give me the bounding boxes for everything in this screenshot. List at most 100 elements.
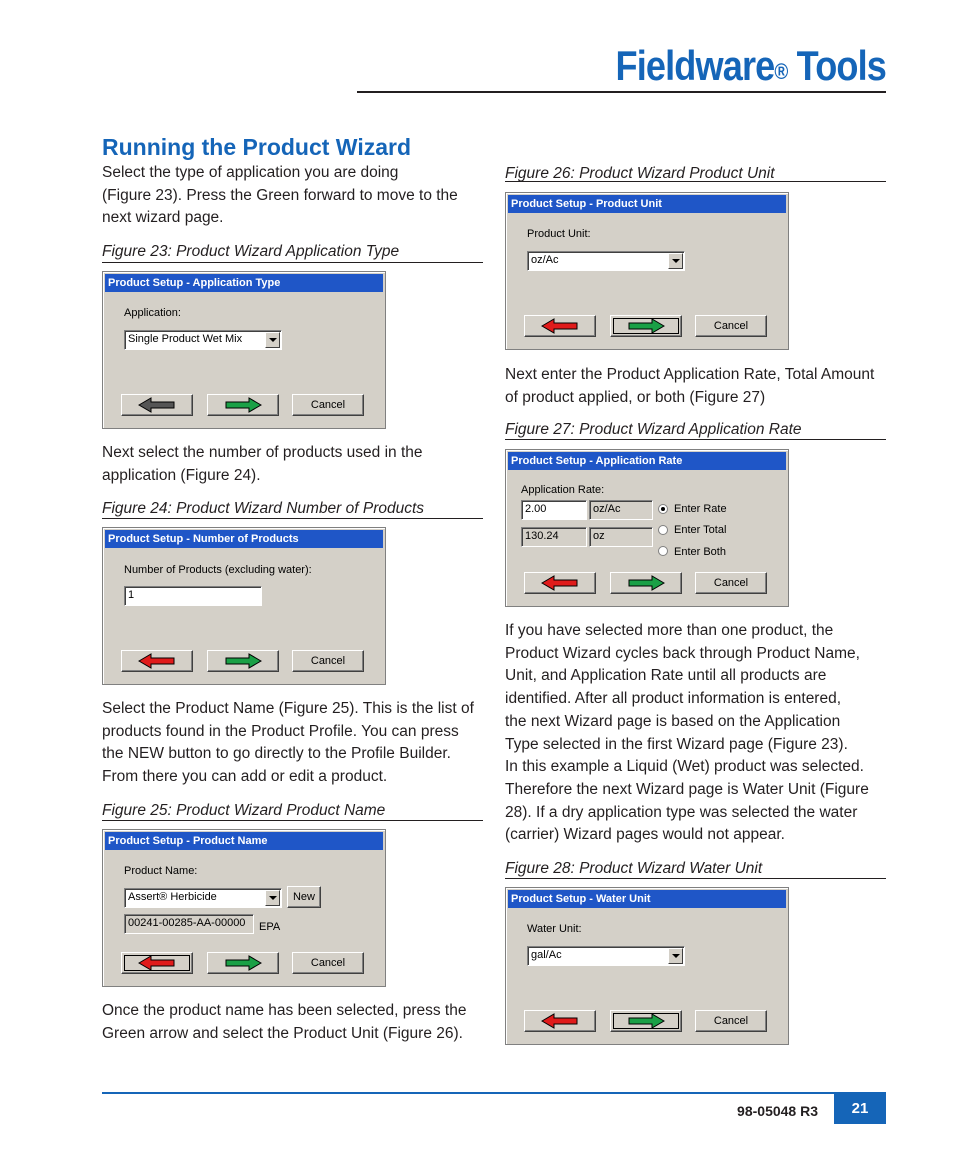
text-line: Type selected in the first Wizard page (… bbox=[505, 735, 848, 753]
caption-rule bbox=[102, 820, 483, 821]
dialog-product-name: Product Setup - Product Name Product Nam… bbox=[102, 829, 386, 987]
cancel-button[interactable]: Cancel bbox=[292, 394, 364, 416]
epa-label: EPA bbox=[259, 921, 281, 933]
water-unit-select[interactable]: gal/Ac bbox=[527, 946, 685, 966]
application-select[interactable]: Single Product Wet Mix bbox=[124, 330, 282, 350]
back-button[interactable] bbox=[524, 572, 596, 594]
total-input: 130.24 bbox=[521, 527, 587, 547]
text-line: Green arrow and select the Product Unit … bbox=[102, 1024, 463, 1042]
caption-rule bbox=[505, 181, 886, 182]
total-unit-field: oz bbox=[589, 527, 653, 547]
registered-mark: ® bbox=[774, 59, 788, 84]
forward-button[interactable] bbox=[207, 952, 279, 974]
text-line: of product applied, or both (Figure 27) bbox=[505, 388, 766, 406]
chevron-down-icon[interactable] bbox=[668, 948, 683, 964]
back-button[interactable] bbox=[524, 1010, 596, 1032]
text-line: Once the product name has been selected,… bbox=[102, 1002, 467, 1019]
brand-suffix: Tools bbox=[787, 42, 887, 89]
text-line: the next Wizard page is based on the App… bbox=[505, 712, 841, 730]
paragraph-product-unit: Once the product name has been selected,… bbox=[102, 1000, 482, 1045]
back-arrow-icon bbox=[138, 397, 175, 413]
number-of-products-input[interactable]: 1 bbox=[124, 586, 262, 606]
forward-arrow-icon bbox=[225, 955, 262, 971]
forward-arrow-icon bbox=[628, 575, 665, 591]
text-line: (carrier) Wizard pages would not appear. bbox=[505, 826, 785, 844]
product-name-value: Assert® Herbicide bbox=[128, 891, 217, 903]
rate-unit-field: oz/Ac bbox=[589, 500, 653, 520]
page-number: 21 bbox=[834, 1093, 886, 1124]
back-arrow-icon bbox=[138, 955, 175, 971]
dialog-product-unit: Product Setup - Product Unit Product Uni… bbox=[505, 192, 789, 350]
forward-button[interactable] bbox=[207, 650, 279, 672]
epa-number-field: 00241-00285-AA-00000 bbox=[124, 914, 254, 934]
product-name-select[interactable]: Assert® Herbicide bbox=[124, 888, 282, 908]
product-unit-value: oz/Ac bbox=[531, 254, 559, 266]
caption-rule bbox=[102, 262, 483, 263]
text-line: Select the type of application you are d… bbox=[102, 164, 399, 181]
paragraph-product-name: Select the Product Name (Figure 25). Thi… bbox=[102, 698, 492, 789]
number-of-products-label: Number of Products (excluding water): bbox=[124, 564, 312, 576]
text-line: If you have selected more than one produ… bbox=[505, 622, 834, 639]
text-line: Unit, and Application Rate until all pro… bbox=[505, 667, 827, 685]
intro-paragraph: Select the type of application you are d… bbox=[102, 162, 482, 230]
dialog-title: Product Setup - Product Name bbox=[105, 832, 383, 850]
figure-caption-23: Figure 23: Product Wizard Application Ty… bbox=[102, 243, 400, 260]
forward-button[interactable] bbox=[610, 572, 682, 594]
back-arrow-icon bbox=[541, 318, 578, 334]
back-arrow-icon bbox=[138, 653, 175, 669]
back-button[interactable] bbox=[121, 952, 193, 974]
chevron-down-icon[interactable] bbox=[265, 890, 280, 906]
forward-button[interactable] bbox=[207, 394, 279, 416]
caption-rule bbox=[505, 878, 886, 879]
cancel-button[interactable]: Cancel bbox=[292, 650, 364, 672]
cancel-button[interactable]: Cancel bbox=[695, 315, 767, 337]
document-number: 98-05048 R3 bbox=[737, 1103, 818, 1119]
footer-rule bbox=[102, 1092, 886, 1094]
enter-rate-label: Enter Rate bbox=[674, 503, 727, 515]
text-line: the NEW button to go directly to the Pro… bbox=[102, 745, 451, 763]
text-line: products found in the Product Profile. Y… bbox=[102, 722, 459, 740]
enter-total-label: Enter Total bbox=[674, 524, 727, 536]
text-line: Product Wizard cycles back through Produ… bbox=[505, 644, 860, 662]
rate-input[interactable]: 2.00 bbox=[521, 500, 587, 520]
back-arrow-icon bbox=[541, 575, 578, 591]
caption-rule bbox=[102, 518, 483, 519]
product-unit-label: Product Unit: bbox=[527, 228, 591, 240]
forward-arrow-icon bbox=[628, 318, 665, 334]
forward-arrow-icon bbox=[225, 397, 262, 413]
cancel-button[interactable]: Cancel bbox=[695, 1010, 767, 1032]
product-name-label: Product Name: bbox=[124, 865, 198, 877]
application-label: Application: bbox=[124, 307, 181, 319]
text-line: Select the Product Name (Figure 25). Thi… bbox=[102, 700, 474, 717]
figure-caption-26: Figure 26: Product Wizard Product Unit bbox=[505, 165, 775, 182]
back-button[interactable] bbox=[524, 315, 596, 337]
enter-both-label: Enter Both bbox=[674, 546, 726, 558]
enter-rate-radio[interactable] bbox=[658, 504, 668, 514]
dialog-title: Product Setup - Number of Products bbox=[105, 530, 383, 548]
text-line: 28). If a dry application type was selec… bbox=[505, 803, 858, 821]
product-unit-select[interactable]: oz/Ac bbox=[527, 251, 685, 271]
application-value: Single Product Wet Mix bbox=[128, 333, 243, 345]
dialog-title: Product Setup - Application Rate bbox=[508, 452, 786, 470]
text-line: (Figure 23). Press the Green forward to … bbox=[102, 186, 458, 204]
chevron-down-icon[interactable] bbox=[668, 253, 683, 269]
new-product-button[interactable]: New bbox=[287, 886, 321, 908]
text-line: next wizard page. bbox=[102, 209, 224, 227]
figure-caption-27: Figure 27: Product Wizard Application Ra… bbox=[505, 421, 802, 438]
brand-name: Fieldware bbox=[615, 42, 776, 89]
enter-total-radio[interactable] bbox=[658, 525, 668, 535]
text-line: application (Figure 24). bbox=[102, 466, 261, 484]
cancel-button[interactable]: Cancel bbox=[292, 952, 364, 974]
figure-caption-25: Figure 25: Product Wizard Product Name bbox=[102, 802, 386, 819]
enter-both-radio[interactable] bbox=[658, 546, 668, 556]
back-button[interactable] bbox=[121, 394, 193, 416]
chevron-down-icon[interactable] bbox=[265, 332, 280, 348]
forward-button[interactable] bbox=[610, 1010, 682, 1032]
text-line: From there you can add or edit a product… bbox=[102, 768, 388, 786]
cancel-button[interactable]: Cancel bbox=[695, 572, 767, 594]
forward-button[interactable] bbox=[610, 315, 682, 337]
paragraph-number-of-products: Next select the number of products used … bbox=[102, 442, 482, 487]
dialog-title: Product Setup - Product Unit bbox=[508, 195, 786, 213]
forward-arrow-icon bbox=[628, 1013, 665, 1029]
back-button[interactable] bbox=[121, 650, 193, 672]
